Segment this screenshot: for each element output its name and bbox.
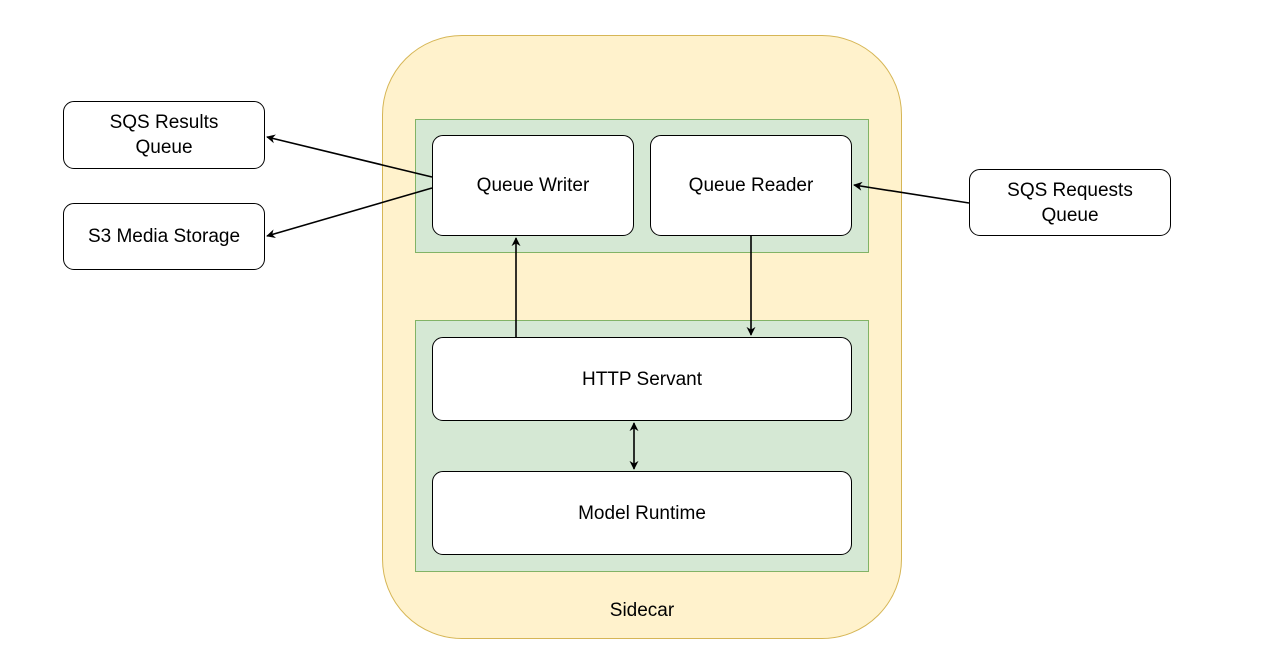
queue-reader-node: Queue Reader xyxy=(650,135,852,236)
queue-writer-node: Queue Writer xyxy=(432,135,634,236)
model-runtime-node: Model Runtime xyxy=(432,471,852,555)
sidecar-label: Sidecar xyxy=(609,600,675,621)
s3-media-storage-node: S3 Media Storage xyxy=(63,203,265,270)
http-servant-node: HTTP Servant xyxy=(432,337,852,421)
sqs-requests-queue-node: SQS Requests Queue xyxy=(969,169,1171,236)
sqs-results-queue-node: SQS Results Queue xyxy=(63,101,265,169)
